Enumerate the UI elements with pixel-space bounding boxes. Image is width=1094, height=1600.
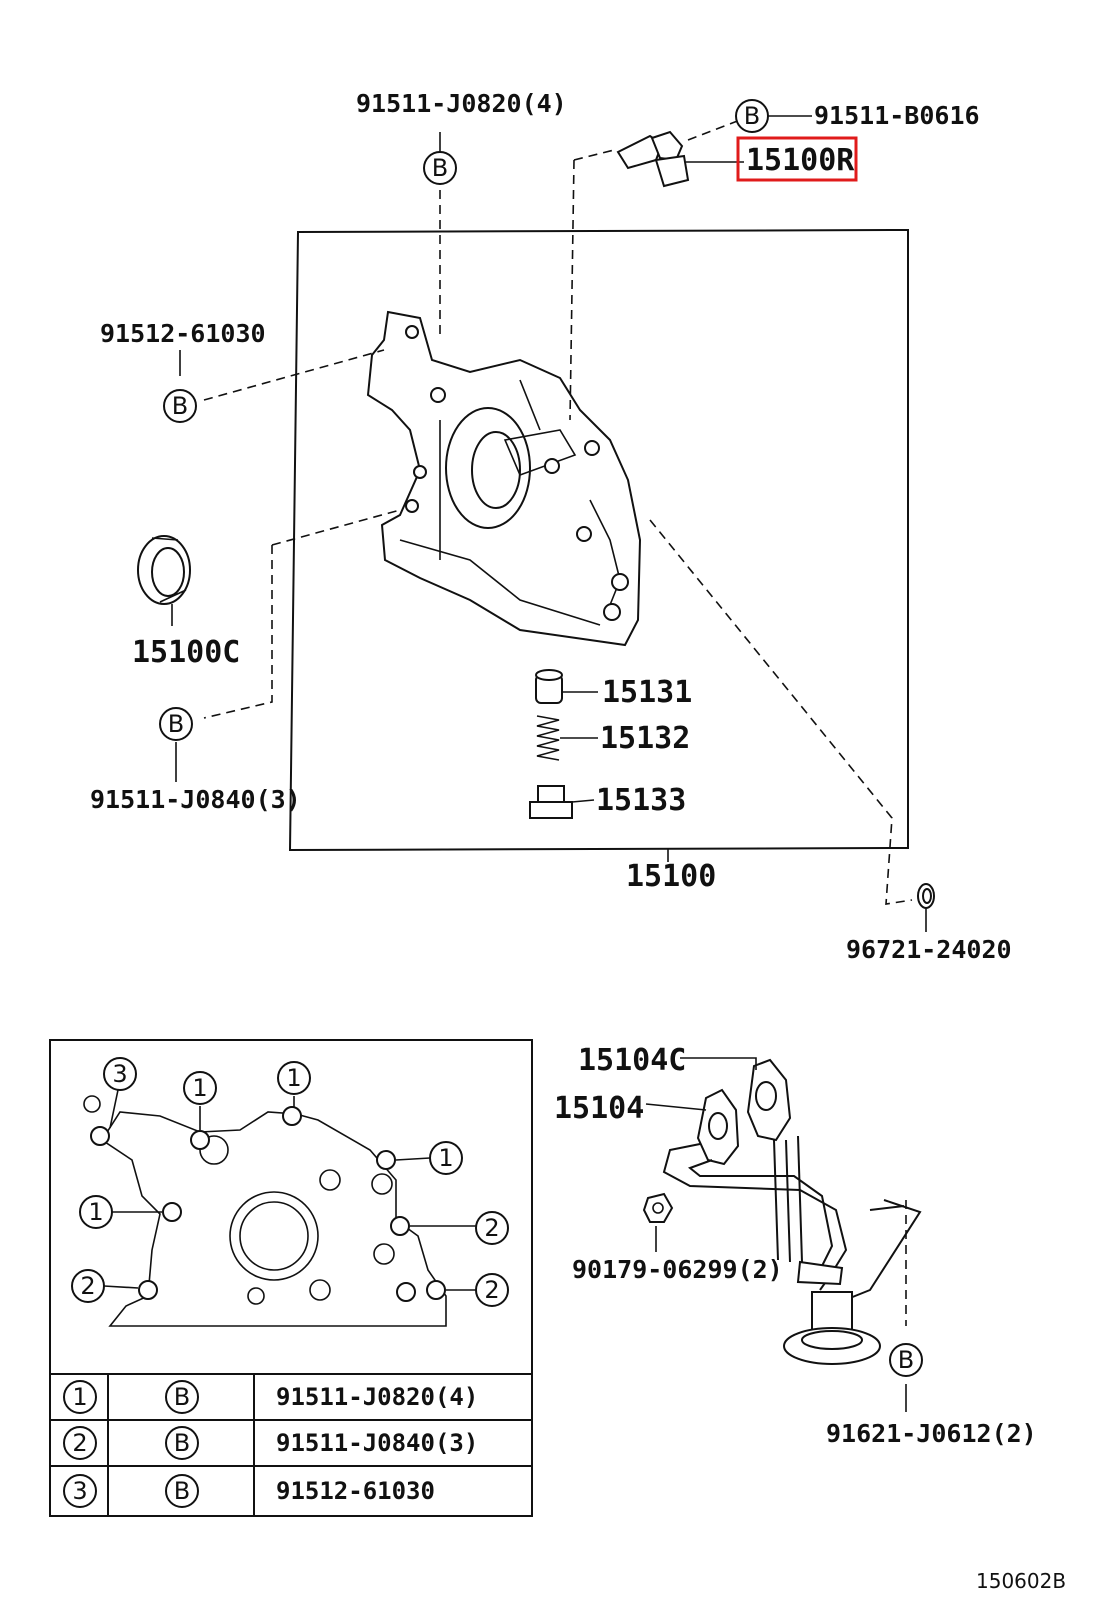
highlight-box xyxy=(736,136,858,182)
inset-marker-1a: 1 xyxy=(183,1071,217,1105)
label-90179-06299: 90179-06299(2) xyxy=(572,1255,783,1284)
label-91512-61030: 91512-61030 xyxy=(100,319,266,348)
label-91511-b0616: 91511-B0616 xyxy=(814,101,980,130)
label-15100: 15100 xyxy=(626,859,716,894)
inset-marker-3: 3 xyxy=(103,1057,137,1091)
svg-text:B: B xyxy=(174,1383,190,1411)
svg-text:3: 3 xyxy=(112,1060,127,1088)
svg-text:3: 3 xyxy=(72,1477,87,1505)
svg-text:1: 1 xyxy=(438,1144,453,1172)
svg-text:B: B xyxy=(168,710,184,738)
inset-table-row-3: 3 B 91512-61030 xyxy=(63,1474,435,1508)
label-15100c: 15100C xyxy=(132,635,240,670)
svg-text:B: B xyxy=(174,1429,190,1457)
svg-text:91511-J0820(4): 91511-J0820(4) xyxy=(276,1383,478,1411)
oil-pressure-sensor xyxy=(616,130,690,188)
label-15104c: 15104C xyxy=(578,1043,686,1078)
svg-text:2: 2 xyxy=(80,1272,95,1300)
svg-text:B: B xyxy=(744,102,760,130)
svg-text:B: B xyxy=(174,1477,190,1505)
oil-seal-15100c xyxy=(137,535,191,605)
callout-b-top-left: B xyxy=(423,151,457,185)
callout-b-left-lower: B xyxy=(159,707,193,741)
inset-table-row-1: 1 B 91511-J0820(4) xyxy=(63,1380,478,1414)
svg-text:B: B xyxy=(172,392,188,420)
inset-marker-2a: 2 xyxy=(475,1211,509,1245)
label-91511-j0820: 91511-J0820(4) xyxy=(356,89,567,118)
svg-text:91511-J0840(3): 91511-J0840(3) xyxy=(276,1429,478,1457)
label-15132: 15132 xyxy=(600,721,690,756)
svg-text:B: B xyxy=(898,1346,914,1374)
oil-pump-body xyxy=(366,310,642,647)
svg-text:1: 1 xyxy=(72,1383,87,1411)
svg-text:2: 2 xyxy=(72,1429,87,1457)
inset-marker-1b: 1 xyxy=(277,1061,311,1095)
label-15133: 15133 xyxy=(596,783,686,818)
label-91621-j0612: 91621-J0612(2) xyxy=(826,1419,1037,1448)
label-91511-j0840: 91511-J0840(3) xyxy=(90,785,301,814)
label-15100r: 15100R xyxy=(746,143,855,178)
svg-text:2: 2 xyxy=(484,1214,499,1242)
svg-text:B: B xyxy=(432,154,448,182)
diagram-code: 150602B xyxy=(976,1569,1066,1593)
callout-b-strainer: B xyxy=(889,1343,923,1377)
gasket-96721 xyxy=(917,883,935,909)
svg-text:91512-61030: 91512-61030 xyxy=(276,1477,435,1505)
bolt-location-inset: 3 1 1 1 1 2 2 2 1 B 91511-J0820(4) xyxy=(49,1039,533,1517)
callout-b-left-upper: B xyxy=(163,389,197,423)
assembly-frame xyxy=(288,228,909,852)
inset-marker-1c: 1 xyxy=(429,1141,463,1175)
callout-b-sensor: B xyxy=(735,99,769,133)
svg-text:1: 1 xyxy=(192,1074,207,1102)
label-15104: 15104 xyxy=(554,1091,644,1126)
label-96721-24020: 96721-24020 xyxy=(846,935,1012,964)
oil-strainer xyxy=(662,1058,922,1365)
nut-90179 xyxy=(642,1192,674,1223)
svg-text:1: 1 xyxy=(286,1064,301,1092)
spring-15132 xyxy=(536,715,560,761)
relief-valve-15131 xyxy=(535,669,563,704)
plug-15133 xyxy=(529,785,573,819)
inset-table-row-2: 2 B 91511-J0840(3) xyxy=(63,1426,478,1460)
inset-marker-1d: 1 xyxy=(79,1195,113,1229)
svg-text:2: 2 xyxy=(484,1276,499,1304)
svg-text:1: 1 xyxy=(88,1198,103,1226)
inset-marker-2c: 2 xyxy=(475,1273,509,1307)
label-15131: 15131 xyxy=(602,675,692,710)
inset-marker-2b: 2 xyxy=(71,1269,105,1303)
